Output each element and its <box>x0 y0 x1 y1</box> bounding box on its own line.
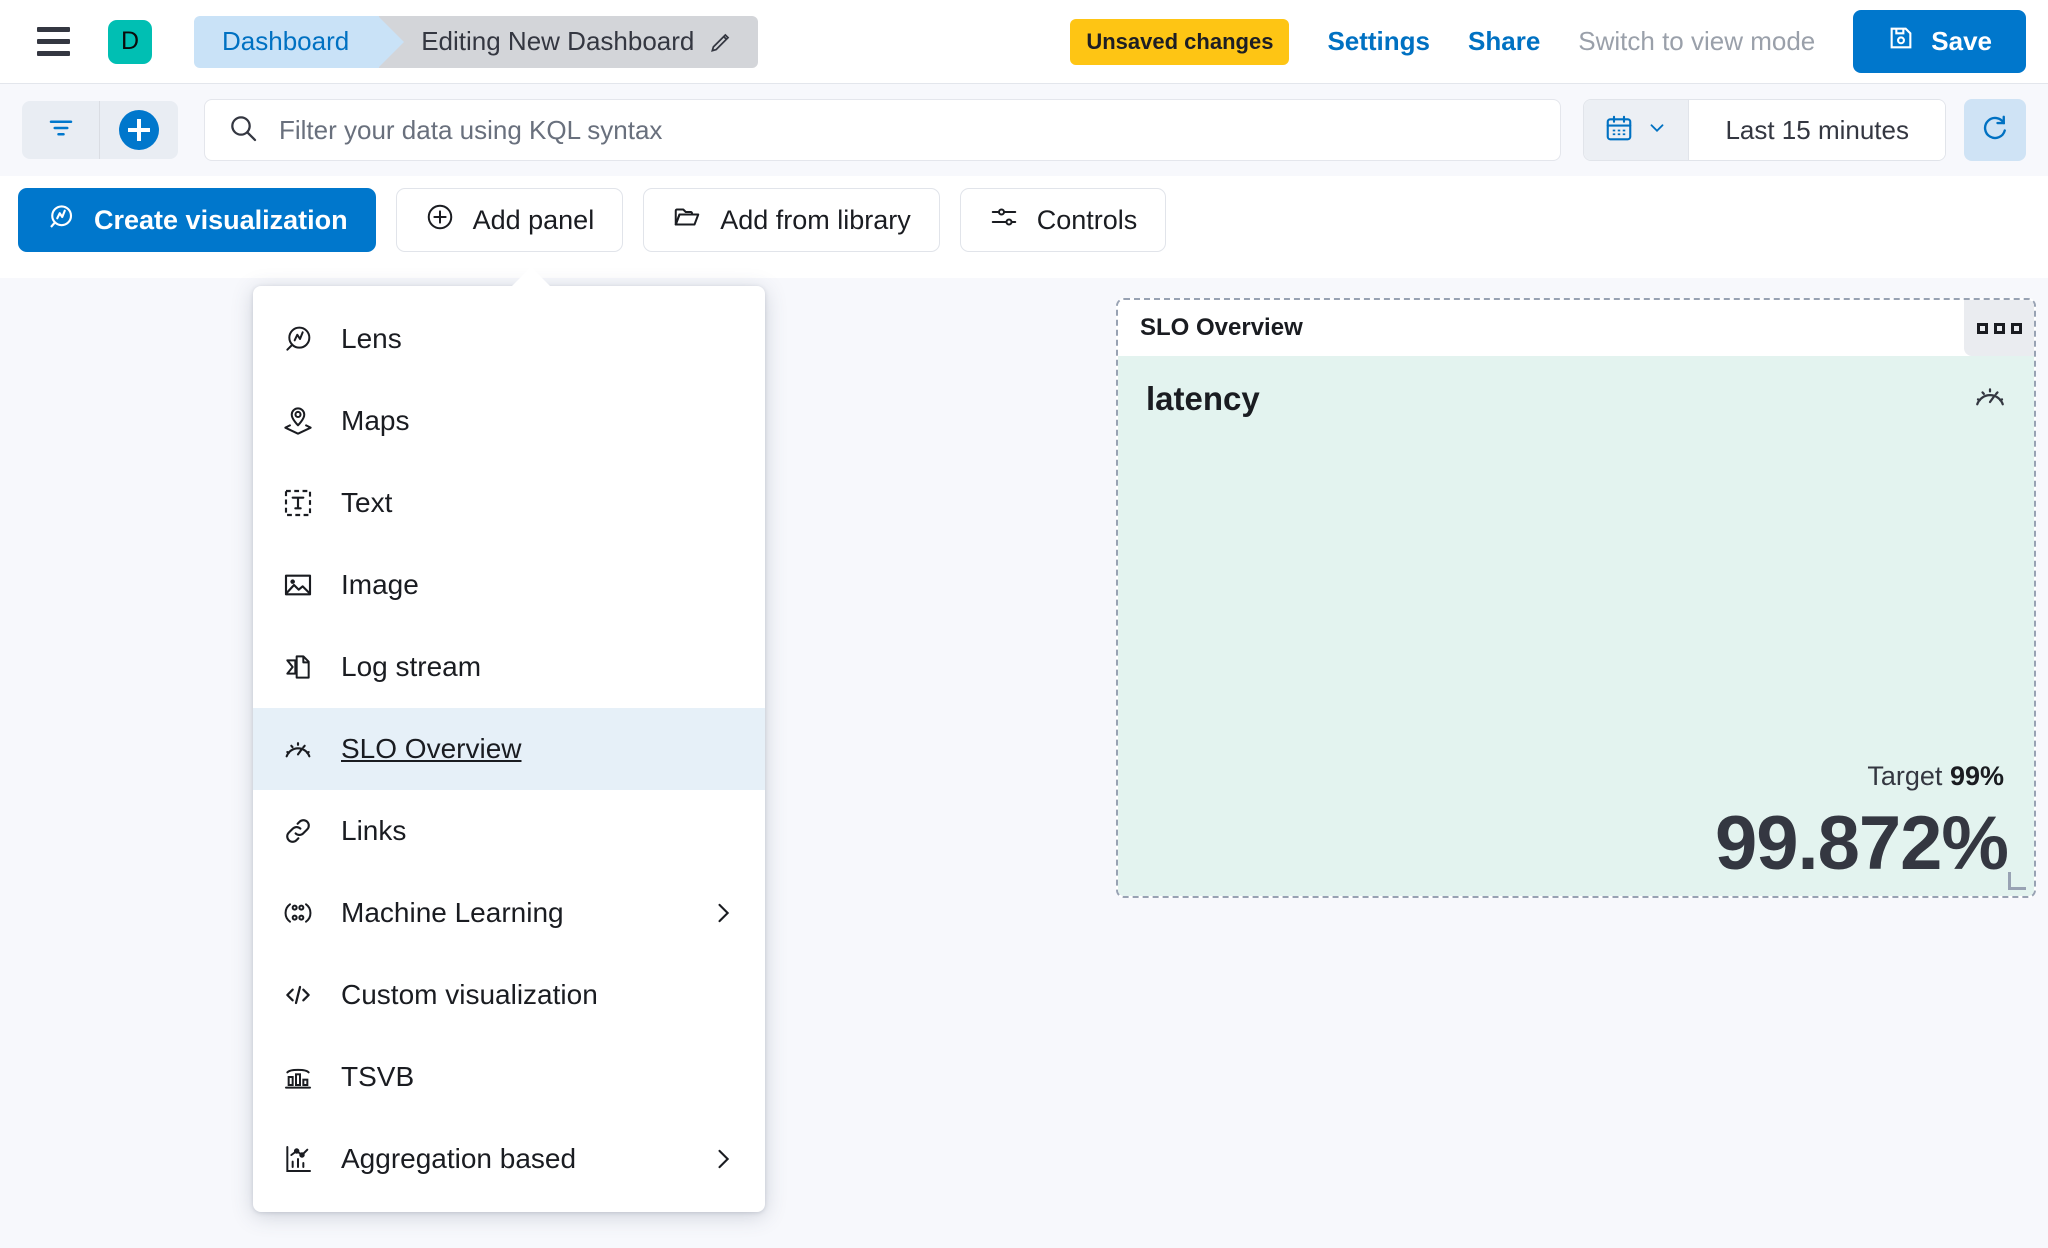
controls-icon <box>989 202 1019 239</box>
breadcrumb-dashboard-label: Dashboard <box>222 26 350 56</box>
search-icon <box>227 112 259 149</box>
gauge-icon <box>281 732 315 766</box>
menu-item-maps[interactable]: Maps <box>253 380 765 462</box>
slo-panel-body: latency Target 99% 99.872% <box>1118 356 2034 896</box>
save-button-label: Save <box>1931 26 1992 56</box>
plus-icon <box>119 110 159 150</box>
slo-target-label: Target <box>1867 761 1943 791</box>
create-visualization-label: Create visualization <box>94 204 348 235</box>
panel-resize-handle[interactable] <box>2008 872 2026 890</box>
menu-item-text[interactable]: Text <box>253 462 765 544</box>
filter-icon <box>46 113 76 148</box>
breadcrumb-editing[interactable]: Editing New Dashboard <box>379 15 759 68</box>
panel-header: SLO Overview <box>1118 300 2034 356</box>
avatar[interactable]: D <box>108 19 152 64</box>
links-icon <box>281 814 315 848</box>
controls-button[interactable]: Controls <box>959 188 1167 252</box>
menu-item-label: TSVB <box>341 1061 415 1092</box>
add-from-library-button[interactable]: Add from library <box>643 188 940 252</box>
settings-link[interactable]: Settings <box>1327 26 1431 56</box>
menu-item-label: Lens <box>341 323 402 354</box>
menu-item-label: Maps <box>341 405 410 436</box>
breadcrumb-editing-label: Editing New Dashboard <box>421 26 695 56</box>
slo-target-value: 99% <box>1949 761 2004 791</box>
chevron-right-icon <box>709 1145 737 1173</box>
text-icon <box>281 486 315 520</box>
plus-circle-icon <box>425 202 455 239</box>
lens-icon <box>46 202 76 239</box>
chevron-right-icon <box>709 899 737 927</box>
breadcrumb-dashboard[interactable]: Dashboard <box>194 15 405 68</box>
controls-label: Controls <box>1036 204 1138 235</box>
pencil-icon[interactable] <box>708 29 734 55</box>
search-input-placeholder: Filter your data using KQL syntax <box>279 114 663 145</box>
menu-item-links[interactable]: Links <box>253 790 765 872</box>
menu-square-icon <box>2010 322 2022 334</box>
slo-overview-panel[interactable]: SLO Overview latency Target 99% 99.872% <box>1116 298 2036 898</box>
time-range-value[interactable]: Last 15 minutes <box>1689 100 1945 160</box>
aggregation-icon <box>281 1142 315 1176</box>
menu-item-label: Log stream <box>341 651 482 682</box>
menu-item-image[interactable]: Image <box>253 544 765 626</box>
menu-square-icon <box>1976 322 1988 334</box>
folder-icon <box>672 202 702 239</box>
date-quick-select-button[interactable] <box>1584 100 1690 160</box>
menu-item-custom-visualization[interactable]: Custom visualization <box>253 954 765 1036</box>
machine-learning-icon <box>281 896 315 930</box>
lens-icon <box>281 322 315 356</box>
menu-item-label: Custom visualization <box>341 979 598 1010</box>
menu-item-lens[interactable]: Lens <box>253 298 765 380</box>
maps-icon <box>281 404 315 438</box>
status-badge-unsaved[interactable]: Unsaved changes <box>1070 18 1290 65</box>
filter-options-button[interactable] <box>22 101 100 159</box>
slo-name: latency <box>1146 380 1260 417</box>
menu-item-label: Aggregation based <box>341 1143 577 1174</box>
menu-square-icon <box>1993 322 2005 334</box>
menu-item-label: Image <box>341 569 419 600</box>
filter-button-group <box>22 101 178 159</box>
refresh-button[interactable] <box>1964 99 2026 161</box>
add-panel-menu: Lens Maps Text Image <box>253 267 765 1212</box>
menu-item-aggregation-based[interactable]: Aggregation based <box>253 1118 765 1200</box>
gauge-icon <box>1972 378 2008 419</box>
app-header: D Dashboard Editing New Dashboard Unsave… <box>0 0 2048 84</box>
add-panel-button[interactable]: Add panel <box>395 188 624 252</box>
menu-item-label: Machine Learning <box>341 897 564 928</box>
breadcrumb: Dashboard Editing New Dashboard <box>194 15 759 68</box>
switch-to-view-mode-link[interactable]: Switch to view mode <box>1578 26 1816 56</box>
menu-item-slo-overview[interactable]: SLO Overview <box>253 708 765 790</box>
chevron-down-icon <box>1646 117 1668 144</box>
query-bar: Filter your data using KQL syntax Last 1… <box>0 84 2048 176</box>
calendar-icon <box>1604 113 1634 148</box>
log-stream-icon <box>281 650 315 684</box>
menu-item-machine-learning[interactable]: Machine Learning <box>253 872 765 954</box>
menu-item-label: Links <box>341 815 407 846</box>
save-button[interactable]: Save <box>1853 10 2026 73</box>
slo-current-value: 99.872% <box>1714 801 2009 886</box>
popover-arrow <box>511 267 551 287</box>
search-input[interactable]: Filter your data using KQL syntax <box>204 99 1562 161</box>
menu-item-label: SLO Overview <box>341 733 522 764</box>
share-link[interactable]: Share <box>1468 26 1541 56</box>
dashboard-toolbar: Create visualization Add panel Add from … <box>18 188 1167 252</box>
refresh-icon <box>1980 113 2010 148</box>
slo-target: Target 99% <box>1867 761 2004 792</box>
menu-item-label: Text <box>341 487 393 518</box>
panel-context-menu-button[interactable] <box>1964 300 2034 356</box>
menu-item-tsvb[interactable]: TSVB <box>253 1036 765 1118</box>
add-filter-button[interactable] <box>100 101 178 159</box>
panel-title: SLO Overview <box>1140 314 1303 341</box>
hamburger-menu-icon[interactable] <box>30 19 76 65</box>
image-icon <box>281 568 315 602</box>
tsvb-icon <box>281 1060 315 1094</box>
code-icon <box>281 978 315 1012</box>
add-from-library-label: Add from library <box>720 204 911 235</box>
save-icon <box>1887 24 1915 59</box>
menu-item-log-stream[interactable]: Log stream <box>253 626 765 708</box>
time-picker: Last 15 minutes <box>1583 99 1946 161</box>
add-panel-label: Add panel <box>472 204 595 235</box>
create-visualization-button[interactable]: Create visualization <box>18 188 376 252</box>
